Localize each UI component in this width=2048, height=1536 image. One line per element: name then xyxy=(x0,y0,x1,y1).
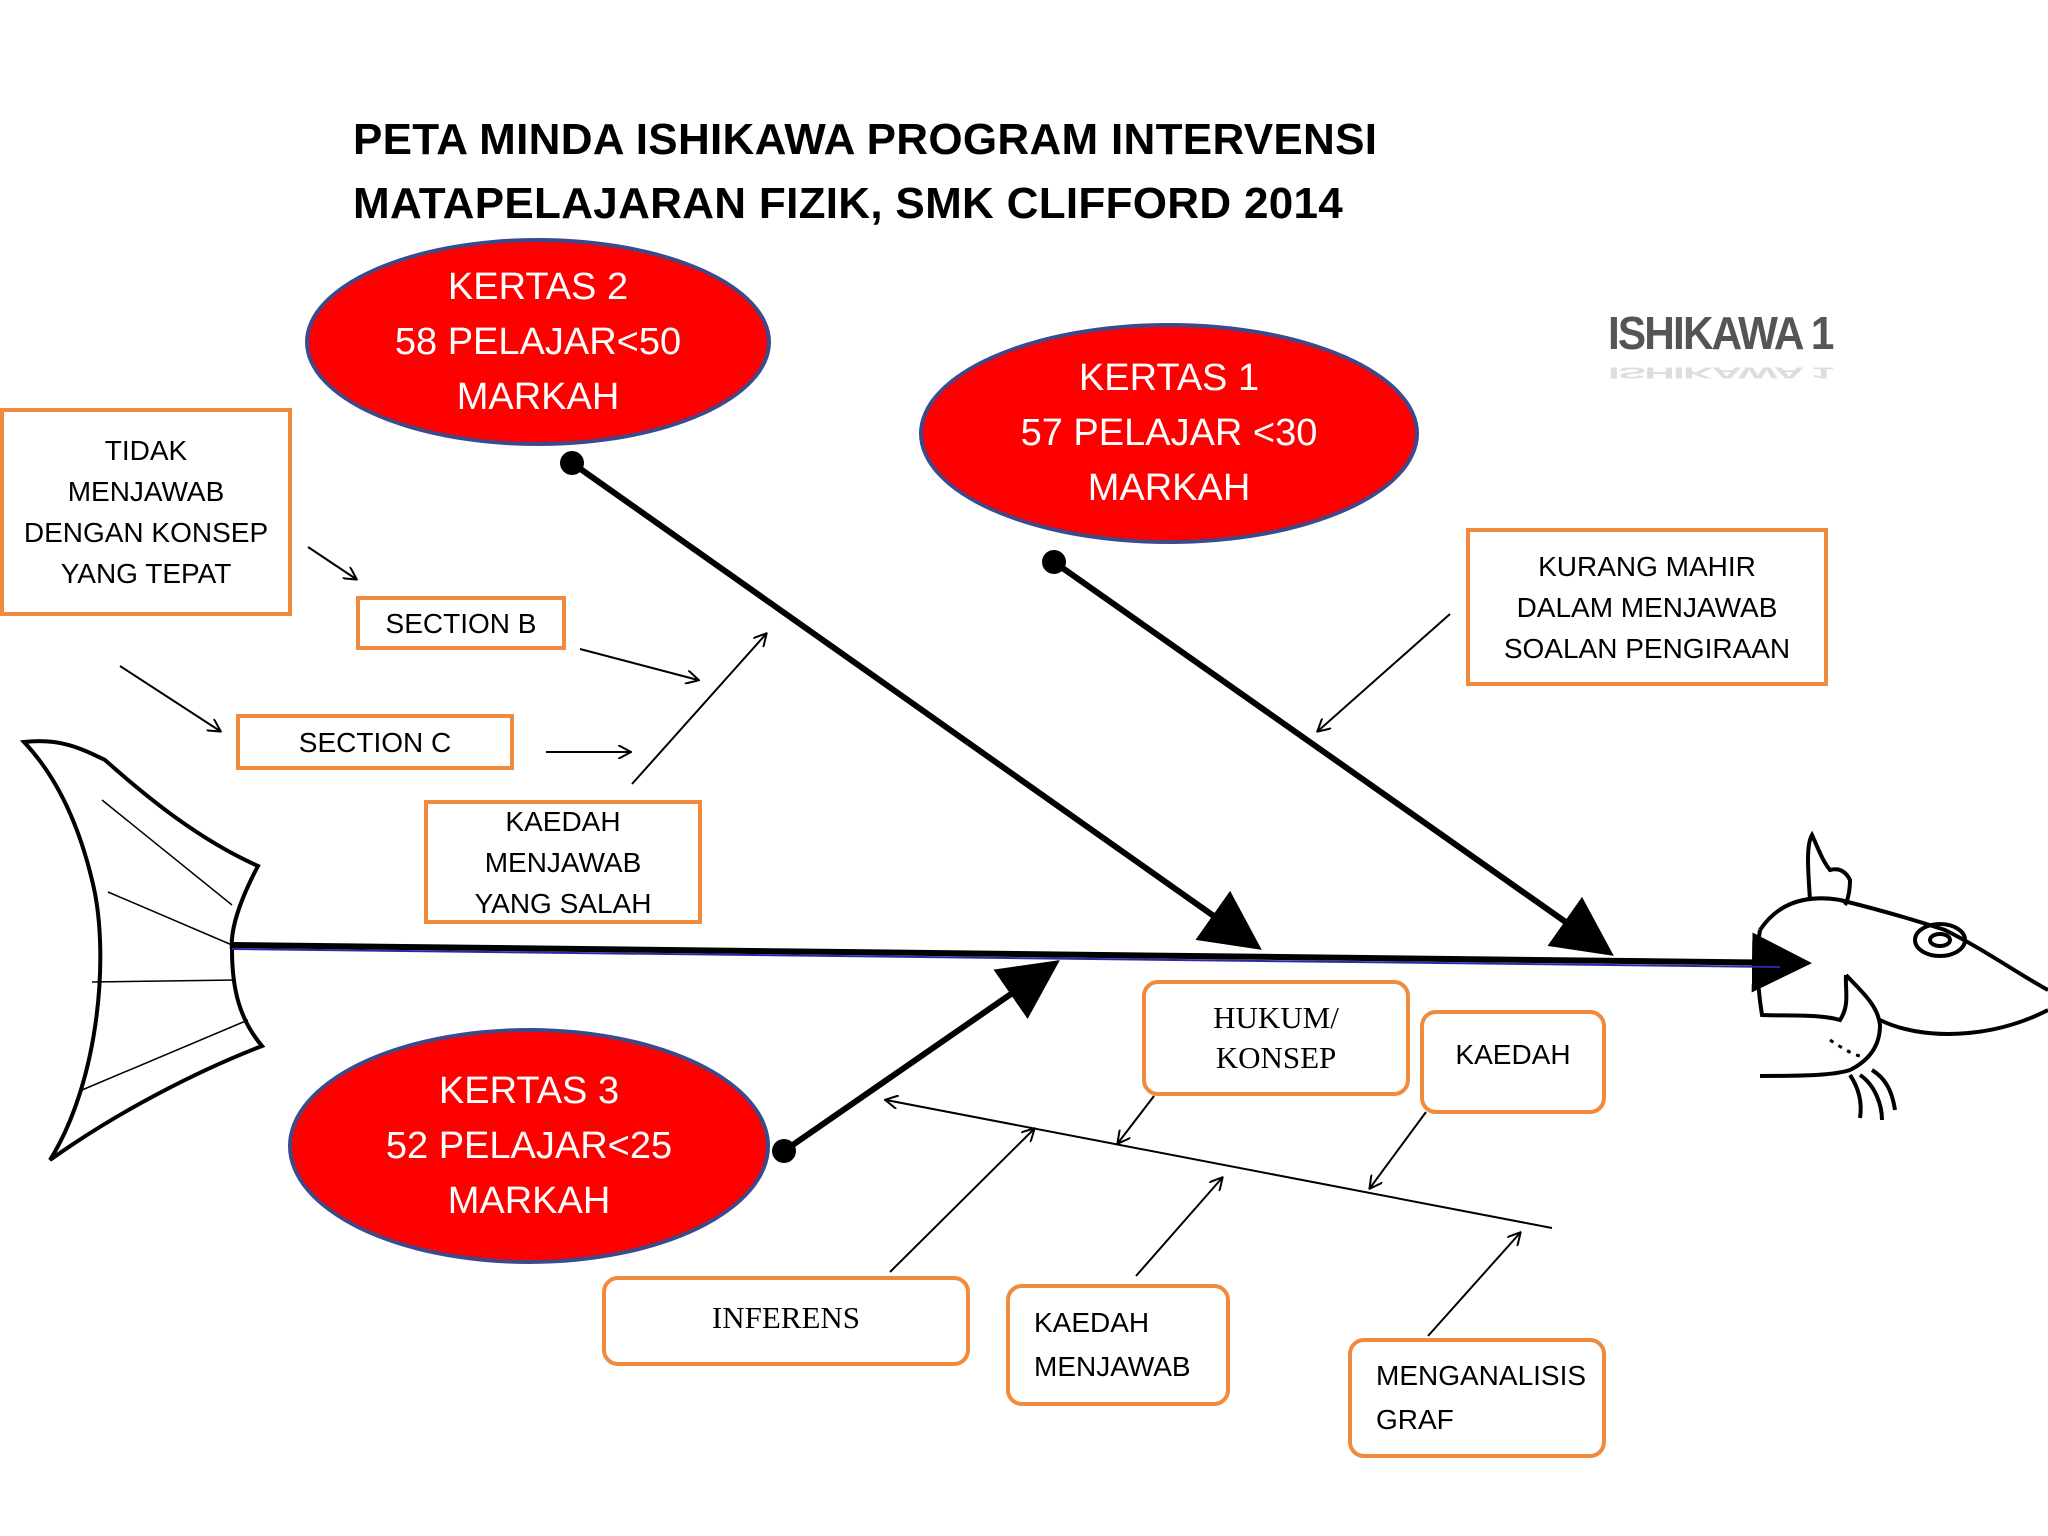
box-section-c: SECTION C xyxy=(236,714,514,770)
box-tidak-menjawab-line: MENJAWAB xyxy=(67,476,225,507)
sub-spine-kertas3 xyxy=(886,1100,1553,1229)
arrow-tidak-to-secb xyxy=(307,546,356,579)
box-kaedah-salah-line: KAEDAH xyxy=(505,805,621,837)
box-hukum-konsep: HUKUM/ KONSEP xyxy=(1142,980,1410,1096)
ellipse-kertas2-line: MARKAH xyxy=(456,375,620,418)
arrow-secb-out xyxy=(579,648,698,680)
arrow-kaedah-menjawab xyxy=(1135,1178,1222,1277)
ellipse-kertas3-line: KERTAS 3 xyxy=(438,1069,620,1112)
ellipse-kertas3: KERTAS 3 52 PELAJAR<25 MARKAH xyxy=(288,1028,770,1264)
title-line-1: PETA MINDA ISHIKAWA PROGRAM INTERVENSI xyxy=(353,115,1378,164)
bone-kertas2-dot xyxy=(560,451,584,475)
ellipse-kertas1-line: 57 PELAJAR <30 xyxy=(1020,412,1318,454)
arrow-to-secc xyxy=(119,665,220,731)
main-spine-shadow xyxy=(231,948,1781,968)
main-bones xyxy=(560,451,1614,1163)
ellipse-kertas1: KERTAS 1 57 PELAJAR <30 MARKAH xyxy=(919,323,1419,544)
arrow-hukum xyxy=(1118,1095,1155,1143)
box-tidak-menjawab-line: YANG TEPAT xyxy=(60,558,232,589)
ellipse-kertas1-line: MARKAH xyxy=(1087,467,1251,509)
box-kaedah-salah-line: YANG SALAH xyxy=(474,887,652,919)
box-kaedah-salah-line: MENJAWAB xyxy=(484,846,642,878)
box-kaedah-label: KAEDAH xyxy=(1455,1039,1571,1070)
box-menganalisis-graf-line: GRAF xyxy=(1376,1404,1454,1435)
arrow-inferens xyxy=(889,1129,1034,1273)
box-kurang-mahir-line: DALAM MENJAWAB xyxy=(1516,591,1778,623)
box-kaedah-menjawab-line: KAEDAH xyxy=(1034,1307,1150,1338)
box-kurang-mahir-line: SOALAN PENGIRAAN xyxy=(1503,632,1791,664)
ellipse-kertas3-line: 52 PELAJAR<25 xyxy=(385,1124,673,1167)
box-section-b-label: SECTION B xyxy=(385,607,537,639)
bone-kertas1 xyxy=(1052,559,1614,956)
box-tidak-menjawab-line: DENGAN KONSEP xyxy=(23,517,269,548)
box-kaedah-salah: KAEDAH MENJAWAB YANG SALAH xyxy=(424,800,702,924)
box-menganalisis-graf-line: MENGANALISIS xyxy=(1376,1360,1587,1391)
main-spine xyxy=(231,932,1812,993)
sub-arrows xyxy=(119,546,1553,1337)
fish-tail-ribs xyxy=(81,799,249,1091)
box-tidak-menjawab: TIDAK MENJAWAB DENGAN KONSEP YANG TEPAT xyxy=(0,408,292,616)
box-inferens-label: INFERENS xyxy=(711,1300,861,1335)
box-kurang-mahir: KURANG MAHIR DALAM MENJAWAB SOALAN PENGI… xyxy=(1466,528,1828,686)
box-hukum-konsep-line: HUKUM/ xyxy=(1213,1000,1339,1035)
box-kaedah-menjawab: KAEDAH MENJAWAB xyxy=(1006,1284,1230,1406)
box-inferens: INFERENS xyxy=(602,1276,970,1366)
ishikawa-tag-text: ISHIKAWA 1 xyxy=(1608,307,1834,359)
bone-kertas2 xyxy=(570,460,1262,950)
bone-kertas1-dot xyxy=(1042,550,1066,574)
box-kaedah-menjawab-line: MENJAWAB xyxy=(1034,1351,1191,1382)
arrow-kaedah xyxy=(1370,1111,1427,1188)
box-kaedah: KAEDAH xyxy=(1420,1010,1606,1114)
page-title: PETA MINDA ISHIKAWA PROGRAM INTERVENSI M… xyxy=(353,108,1453,236)
fish-head xyxy=(1755,830,2048,1121)
ishikawa-tag-reflection: ISHIKAWA 1 xyxy=(1608,363,1833,383)
ellipse-kertas1-line: KERTAS 1 xyxy=(1078,357,1260,399)
ellipse-kertas2-line: KERTAS 2 xyxy=(447,265,629,308)
box-kurang-mahir-line: KURANG MAHIR xyxy=(1538,550,1756,582)
ellipse-kertas3-line: MARKAH xyxy=(447,1179,611,1222)
ellipse-kertas2: KERTAS 2 58 PELAJAR<50 MARKAH xyxy=(305,238,771,446)
arrow-kurang-mahir xyxy=(1318,613,1451,731)
ishikawa-tag: ISHIKAWA 1 ISHIKAWA 1 xyxy=(1608,306,1834,382)
arrow-kaedah-salah-up xyxy=(631,634,766,785)
bone-kertas3-dot xyxy=(772,1139,796,1163)
arrow-menganalisis xyxy=(1427,1233,1520,1337)
box-hukum-konsep-line: KONSEP xyxy=(1215,1040,1337,1075)
box-menganalisis-graf: MENGANALISIS GRAF xyxy=(1348,1338,1606,1458)
box-section-b: SECTION B xyxy=(356,596,566,650)
bone-kertas3 xyxy=(782,960,1060,1154)
title-line-2: MATAPELAJARAN FIZIK, SMK CLIFFORD 2014 xyxy=(353,179,1344,228)
fish-tail xyxy=(19,739,266,1162)
box-section-c-label: SECTION C xyxy=(298,726,452,758)
ellipse-kertas2-line: 58 PELAJAR<50 xyxy=(394,320,682,363)
fish-gill-dots xyxy=(1829,1038,1869,1060)
box-tidak-menjawab-line: TIDAK xyxy=(104,435,188,466)
